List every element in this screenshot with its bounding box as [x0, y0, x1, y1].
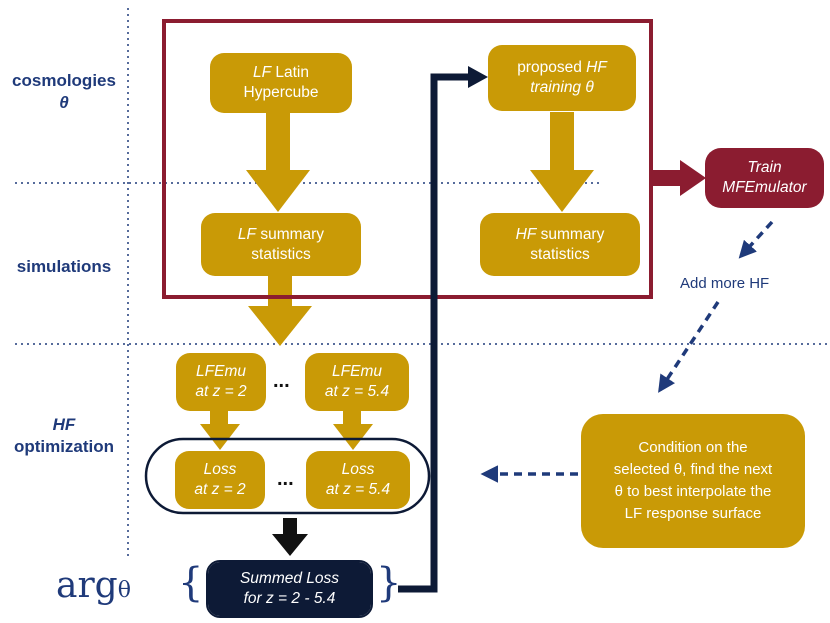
add-more-hf-label: Add more HF: [680, 275, 770, 292]
hf-summary-text2: statistics: [530, 245, 590, 263]
arg-open-brace: {: [178, 560, 204, 606]
lf-latin-text2: Hypercube: [243, 84, 319, 101]
loss-ellipsis: ...: [277, 468, 294, 490]
feedback-arrowhead: [468, 66, 488, 88]
loss-capsule: [144, 437, 431, 515]
summed-line2: for z = 2 - 5.4: [243, 590, 336, 607]
lfemu-z54-line1: LFEmu: [332, 363, 382, 380]
dashed-arrow-train-to-add: [738, 220, 774, 259]
row-label-cosmologies-theta: θ: [59, 93, 69, 112]
summed-line1: Summed Loss: [239, 570, 340, 587]
row-label-hf: HF: [52, 415, 76, 434]
lfemu-z54-node: LFEmu at z = 5.4: [305, 353, 409, 411]
lfemu-z2-line2: at z = 2: [195, 383, 247, 400]
arrow-summary-to-lfemu: [248, 276, 312, 346]
lf-summary-text1: summary: [256, 225, 325, 243]
hf-summary-em: HF: [515, 225, 537, 243]
lf-latin-text1: Latin: [271, 64, 309, 81]
arg-text: argθ: [56, 565, 131, 606]
lfemu-z54-line2: at z = 5.4: [324, 383, 390, 400]
condition-line3: θ to best interpolate the: [614, 483, 772, 500]
train-line1: Train: [747, 159, 782, 176]
summed-loss-node: Summed Loss for z = 2 - 5.4: [206, 560, 373, 618]
arrow-lf-latin-to-summary: [246, 112, 310, 212]
dashed-arrow-add-to-condition: [658, 301, 720, 393]
condition-line4: LF response surface: [624, 505, 762, 522]
arg-sub-theta: θ: [117, 578, 131, 603]
arg-main: arg: [56, 565, 118, 606]
arrow-lfemu-to-loss-b: [333, 411, 373, 450]
train-line2: MFEmulator: [722, 179, 807, 196]
lfemu-ellipsis: ...: [273, 370, 290, 392]
train-mfemulator-node: Train MFEmulator: [705, 148, 824, 208]
arrow-capsule-to-summed: [272, 518, 308, 556]
loss-z2-line1: Loss: [203, 461, 237, 478]
loss-z2-line2: at z = 2: [194, 481, 246, 498]
feedback-path: [398, 73, 470, 593]
loss-z2-node: Loss at z = 2: [175, 451, 265, 509]
lfemu-z2-line1: LFEmu: [196, 363, 246, 380]
condition-line1: Condition on the: [638, 439, 748, 456]
lf-latin-em: LF: [252, 64, 272, 81]
condition-line2: selected θ, find the next: [613, 461, 773, 478]
hf-summary-node: HF summary statistics: [480, 213, 640, 276]
lf-summary-em: LF: [237, 225, 257, 243]
proposed-text1: proposed: [517, 59, 587, 76]
lf-latin-hypercube-node: LF Latin Hypercube: [210, 53, 352, 113]
proposed-em2: training θ: [530, 79, 594, 96]
row-label-optimization: optimization: [13, 437, 115, 456]
proposed-em1: HF: [586, 59, 607, 76]
arrow-lfemu-to-loss-a: [200, 411, 240, 450]
row-label-cosmologies-line1: cosmologies: [12, 71, 116, 90]
lf-summary-text2: statistics: [251, 245, 311, 263]
loss-z54-line1: Loss: [341, 461, 375, 478]
row-label-simulations: simulations: [16, 257, 112, 276]
lfemu-z2-node: LFEmu at z = 2: [176, 353, 266, 411]
lf-summary-node: LF summary statistics: [201, 213, 361, 276]
simulation-frame: [162, 19, 653, 299]
arrow-proposed-to-hf-summary: [530, 112, 594, 212]
condition-node: Condition on the selected θ, find the ne…: [581, 414, 805, 548]
row-label-cosmologies: cosmologies θ: [0, 70, 128, 114]
arrow-frame-to-train: [651, 160, 706, 196]
arg-close-brace: }: [376, 560, 402, 606]
hf-summary-text1: summary: [536, 225, 605, 243]
row-label-hf-optimization: HF optimization: [0, 414, 128, 458]
loss-z54-line2: at z = 5.4: [325, 481, 391, 498]
loss-z54-node: Loss at z = 5.4: [306, 451, 410, 509]
proposed-hf-training-node: proposed HF training θ: [488, 45, 636, 111]
